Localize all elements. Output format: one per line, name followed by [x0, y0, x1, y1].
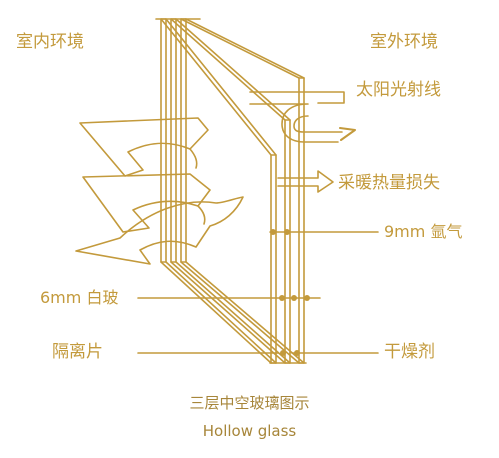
caption-title: 三层中空玻璃图示 [189, 394, 310, 412]
node-dots [270, 229, 310, 356]
spacer-label: 隔离片 [52, 342, 103, 362]
indoor-arrow-upper [79, 117, 209, 177]
glass-pane-inner [160, 18, 277, 364]
heat-loss-arrow [277, 170, 334, 193]
indoor-environment-label: 室内环境 [16, 32, 84, 52]
white-glass-label: 6mm 白玻 [40, 288, 119, 307]
solar-radiation-label: 太阳光射线 [356, 80, 441, 100]
arrow-fold-lines [189, 148, 206, 225]
desiccant-label: 干燥剂 [384, 342, 435, 362]
outdoor-environment-label: 室外环境 [370, 32, 438, 52]
glass-panes [155, 18, 307, 364]
indoor-flow-arrows [75, 117, 244, 265]
heat-loss-label: 采暖热量损失 [338, 173, 440, 193]
pane-edges [155, 18, 307, 364]
indoor-arrow-lower [75, 196, 244, 265]
argon-gap-label: 9mm 氩气 [384, 222, 463, 241]
solar-radiation-arrow [249, 91, 356, 143]
glass-pane-middle [170, 18, 291, 364]
caption-subtitle: Hollow glass [202, 422, 297, 440]
indoor-arrow-middle [82, 173, 211, 233]
